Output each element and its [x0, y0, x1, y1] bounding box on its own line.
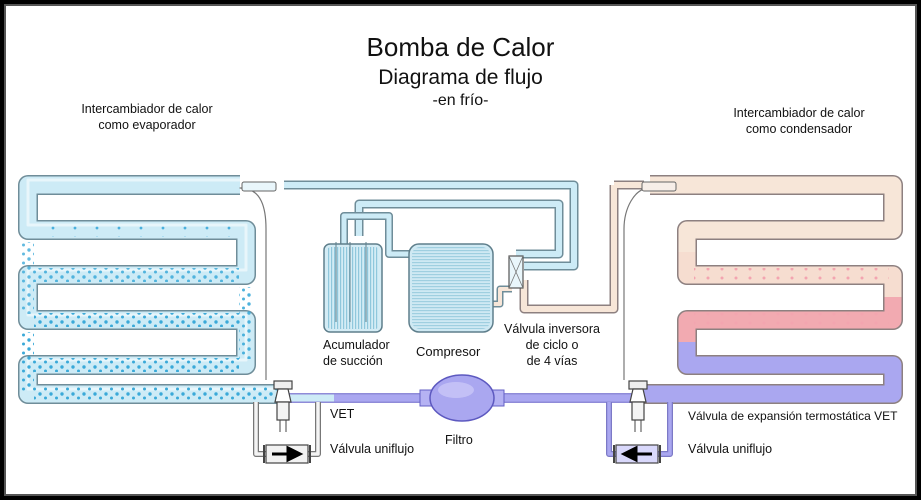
right-check-valve [613, 444, 661, 464]
condenser-label: Intercambiador de calor como condensador [733, 106, 865, 136]
diagram-title: Bomba de Calor [366, 32, 555, 62]
left-sensor-bulb [241, 181, 277, 192]
heat-pump-flow-diagram [18, 175, 903, 464]
diagram-subtitle: Diagrama de flujo [378, 66, 543, 89]
right-check-valve-label: Válvula uniflujo [688, 442, 773, 456]
left-vet-label: VET [330, 407, 355, 421]
right-expansion-valve [628, 380, 648, 432]
left-check-valve [263, 444, 311, 464]
evaporator-coil [18, 175, 282, 404]
accumulator-label: Acumulador de succión [323, 338, 390, 368]
reversing-valve-label: Válvula inversora de ciclo o de 4 vías [504, 322, 600, 368]
left-expansion-valve [273, 380, 293, 432]
accumulator [323, 242, 383, 333]
compressor [408, 243, 494, 333]
filter-drier [419, 374, 505, 422]
filter-label: Filtro [445, 433, 473, 447]
compressor-label: Compresor [416, 344, 481, 359]
evaporator-label: Intercambiador de calor como evaporador [81, 102, 213, 132]
diagram-mode: -en frío- [432, 92, 489, 109]
right-vet-label: Válvula de expansión termostática VET [688, 409, 898, 423]
left-check-valve-label: Válvula uniflujo [330, 442, 415, 456]
right-sensor-bulb [641, 181, 677, 192]
reversing-valve [508, 255, 524, 289]
condenser-coil [644, 175, 903, 404]
